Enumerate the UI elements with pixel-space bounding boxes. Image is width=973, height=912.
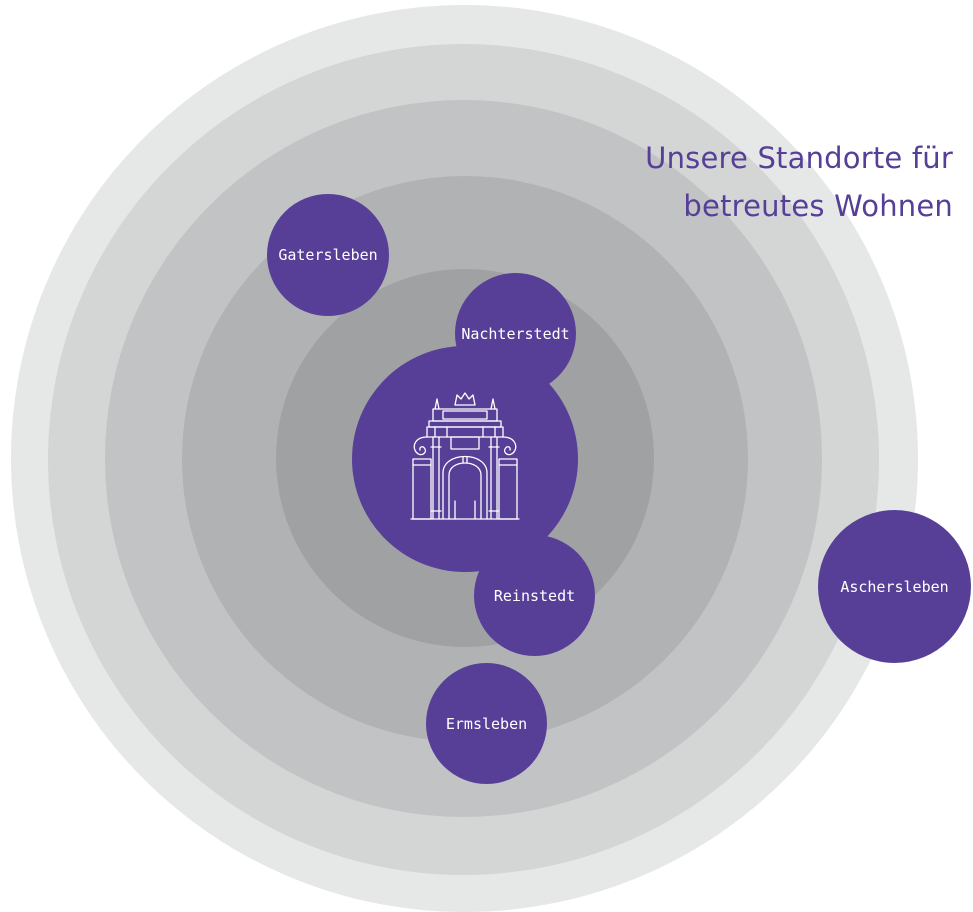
city-gate-icon [410, 392, 520, 520]
page-title: Unsere Standorte für betreutes Wohnen [533, 134, 953, 230]
location-ermsleben[interactable]: Ermsleben [426, 663, 547, 784]
location-gatersleben[interactable]: Gatersleben [267, 194, 389, 316]
location-label: Gatersleben [278, 246, 378, 264]
title-line-2: betreutes Wohnen [683, 189, 953, 223]
location-reinstedt[interactable]: Reinstedt [474, 535, 595, 656]
location-label: Aschersleben [840, 577, 949, 596]
location-label: Nachterstedt [461, 324, 570, 343]
title-line-1: Unsere Standorte für [645, 141, 953, 175]
location-label: Ermsleben [445, 714, 528, 733]
center-hub[interactable] [352, 346, 578, 572]
location-label: Reinstedt [493, 586, 576, 605]
location-aschersleben[interactable]: Aschersleben [818, 510, 971, 663]
